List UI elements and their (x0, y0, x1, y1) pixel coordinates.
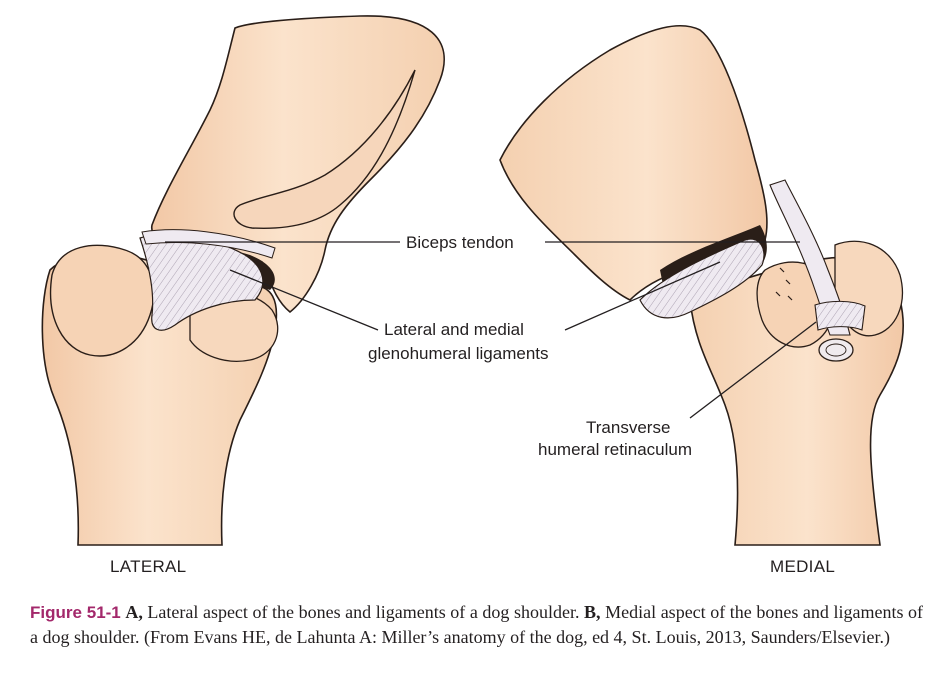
glenohumeral-label-line2: glenohumeral ligaments (368, 344, 549, 363)
gleno-leader-right (564, 261, 721, 331)
lateral-aspect-label: LATERAL (110, 557, 186, 576)
medial-view (499, 24, 904, 546)
lateral-greater-tubercle (50, 244, 155, 357)
figure-number: Figure 51-1 (30, 603, 121, 622)
medial-cut-tendon-end (818, 338, 854, 362)
medial-tubercle-texture (775, 267, 793, 301)
panel-b-text: Medial aspect of the bones and ligaments… (30, 602, 924, 647)
lateral-view (41, 15, 445, 546)
medial-transverse-retinaculum (814, 300, 866, 331)
lateral-acromion (233, 69, 416, 230)
medial-glenohumeral-ligament (639, 238, 765, 319)
medial-biceps-tendon (769, 179, 851, 336)
panel-a-marker: A, (125, 602, 143, 622)
medial-cut-tendon-core (825, 343, 847, 357)
shoulder-anatomy-illustration: Biceps tendon Lateral and medial glenohu… (41, 15, 904, 576)
medial-aspect-label: MEDIAL (770, 557, 835, 576)
transverse-leader (689, 321, 817, 419)
transverse-label-line2: humeral retinaculum (538, 440, 692, 459)
transverse-label-line1: Transverse (586, 418, 670, 437)
medial-scapula (499, 24, 768, 301)
panel-a-text: Lateral aspect of the bones and ligament… (147, 602, 580, 622)
biceps-tendon-label: Biceps tendon (406, 233, 514, 252)
panel-b-marker: B, (584, 602, 601, 622)
gleno-leader-left (229, 269, 379, 331)
glenohumeral-label-line1: Lateral and medial (384, 320, 524, 339)
leader-lines (165, 241, 817, 419)
figure-caption: Figure 51-1 A, Lateral aspect of the bon… (30, 600, 923, 650)
